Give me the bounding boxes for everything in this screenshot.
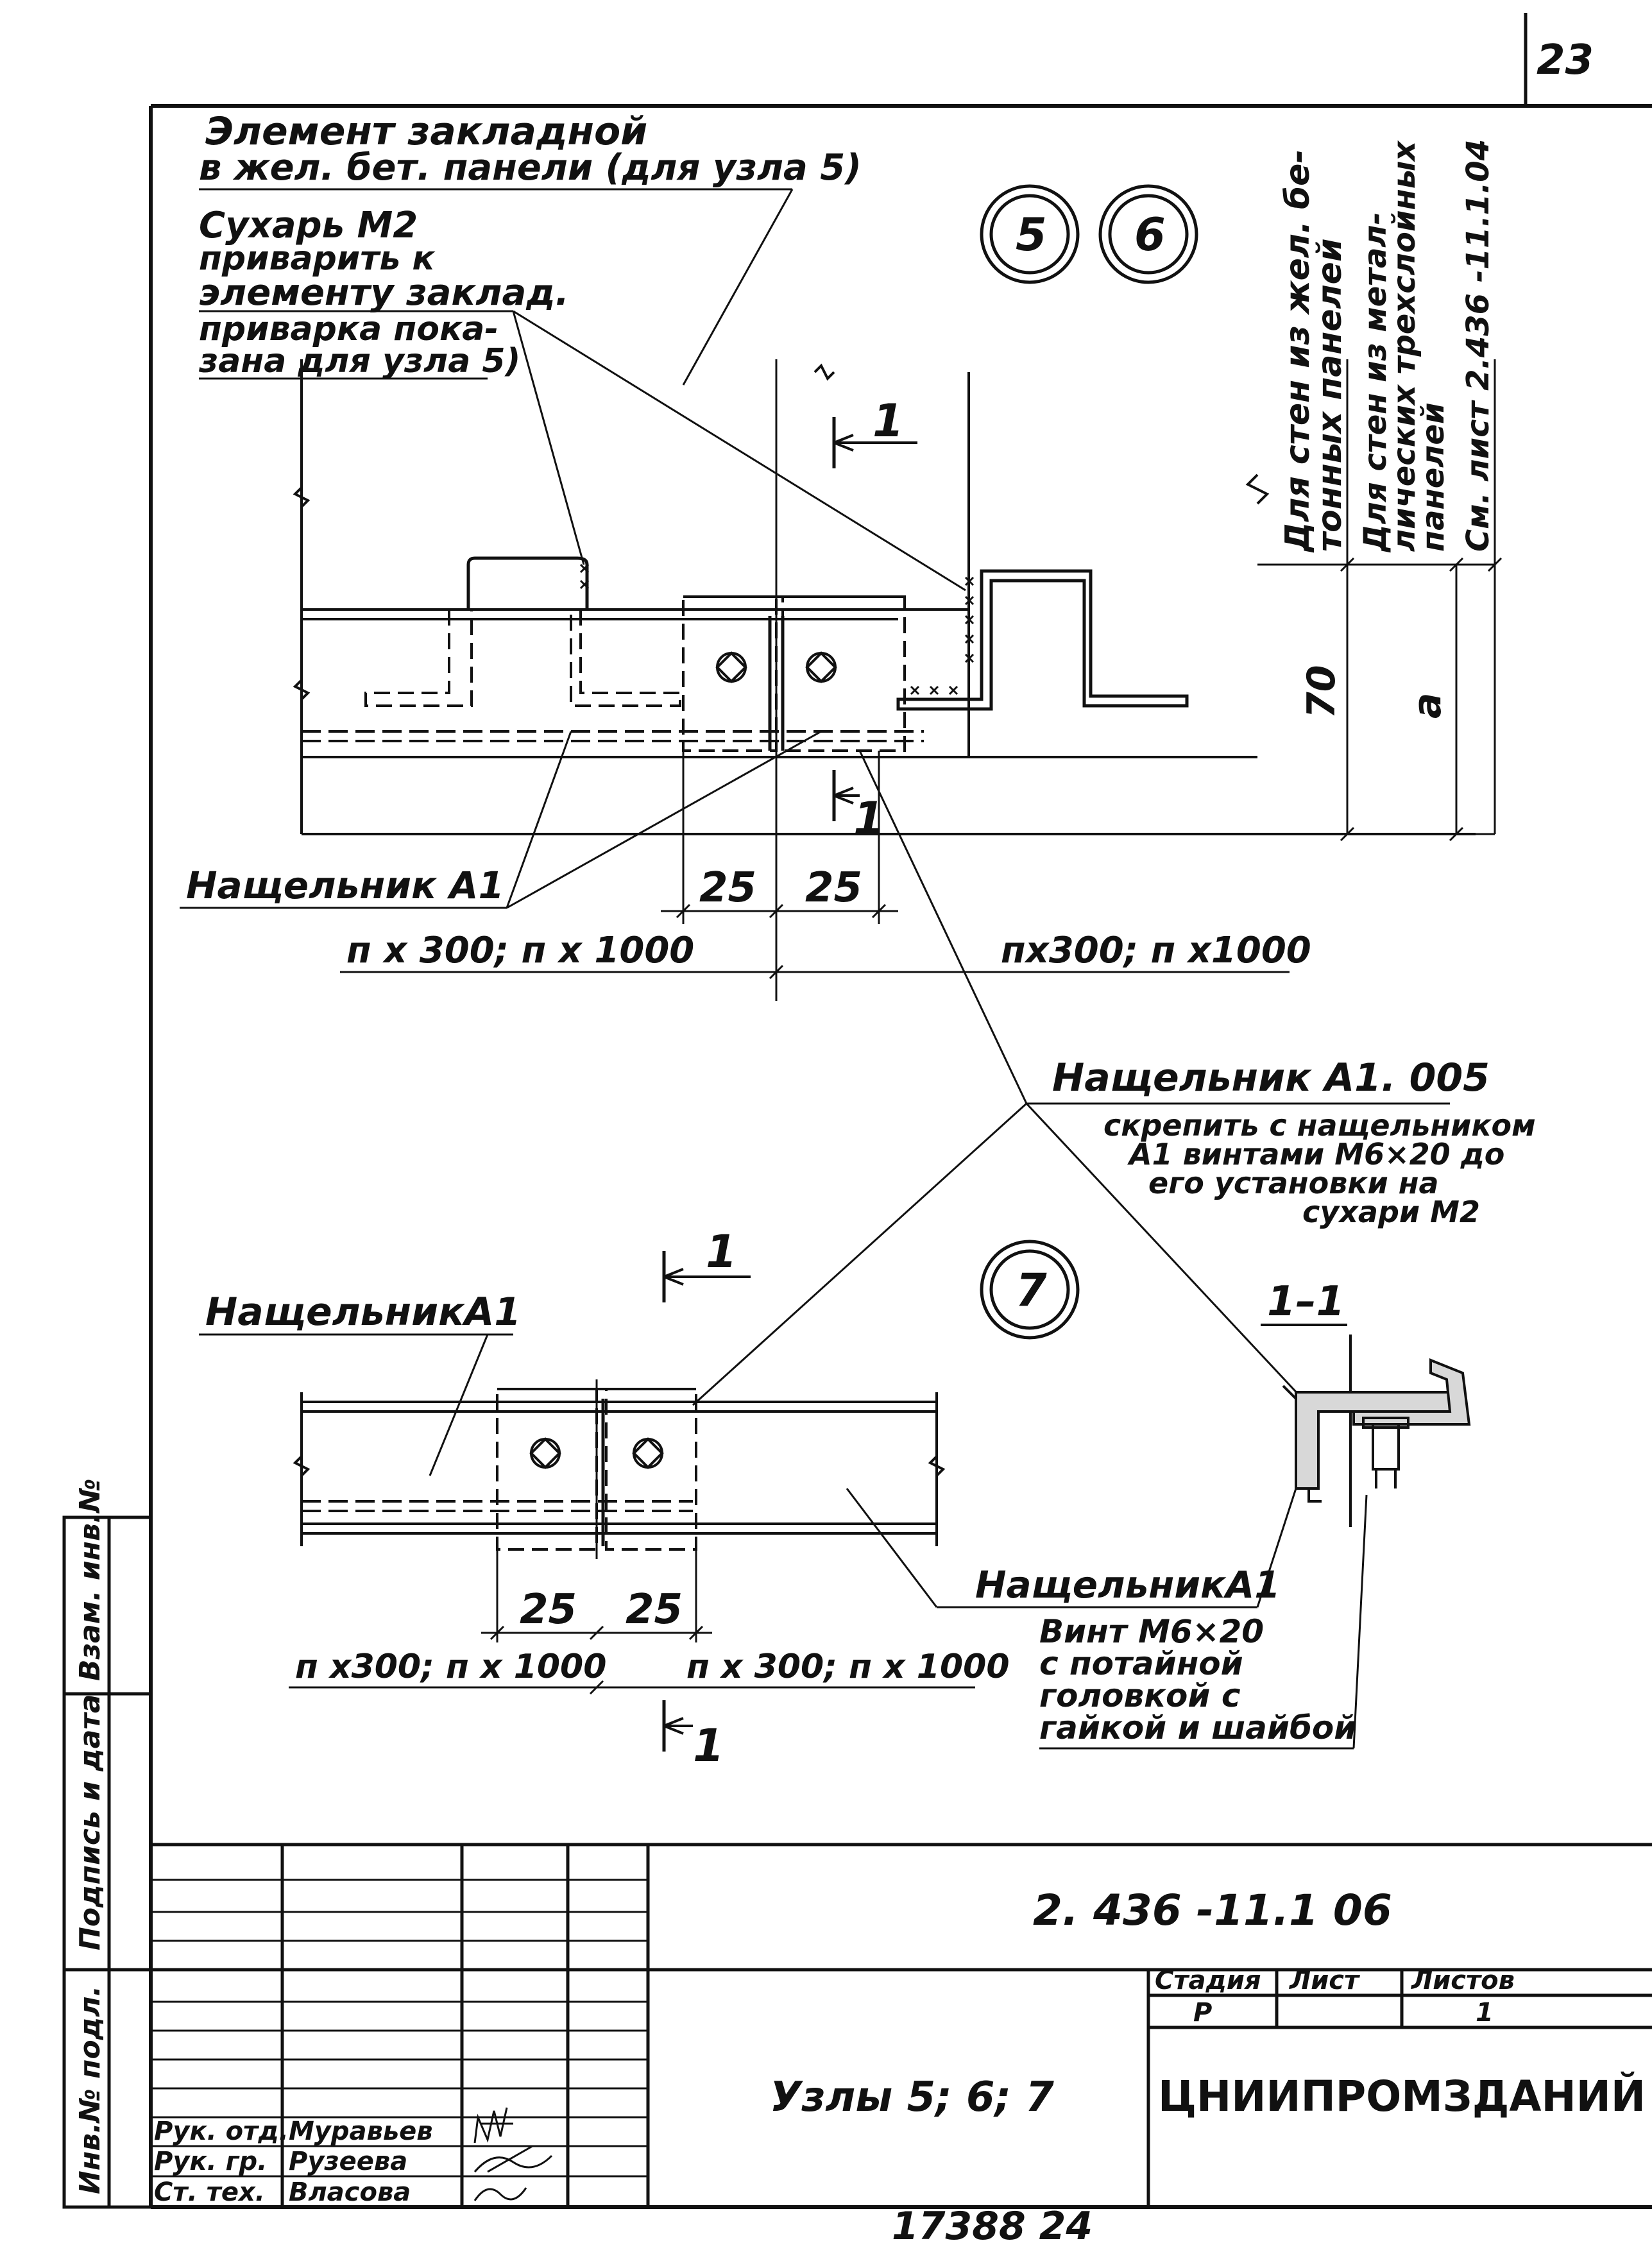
side-stamp — [62, 1515, 153, 2209]
side-stamp-inv-orig: Инв.№ подл. — [74, 1986, 106, 2194]
callout-strip-a1-left: НащельникА1 — [205, 1290, 521, 1335]
role-label: Ст. тех. — [154, 2178, 265, 2207]
person-name: Рузеева — [289, 2147, 407, 2176]
callout-screw: Винт М6×20 — [1039, 1613, 1264, 1650]
screw-symbol — [805, 651, 837, 683]
side-stamp-replace-inv: Взам. инв.№ — [74, 1478, 106, 1681]
note-metal-walls: панелей — [1415, 402, 1451, 552]
callout-screw: головкой с — [1039, 1677, 1241, 1714]
callout-rusk: приварить к — [199, 239, 436, 278]
node-label-6: 6 — [1098, 184, 1198, 284]
organization-name: ЦНИИПРОМЗДАНИЙ — [1158, 2071, 1646, 2121]
note-rc-walls: тонных панелей — [1311, 239, 1349, 552]
node-7-drawing — [293, 1251, 946, 1752]
section-1-1-title: 1–1 — [1267, 1278, 1345, 1326]
dimension-25: 25 — [626, 1586, 683, 1633]
callout-strip-a1: Нащельник А1 — [186, 864, 504, 907]
note-metal-walls: Для стен из метал- — [1358, 212, 1393, 553]
role-label: Рук. гр. — [154, 2147, 267, 2176]
callout-rusk: зана для узла 5) — [198, 342, 520, 380]
document-code: 2. 436 -11.1 06 — [1033, 1886, 1392, 1935]
person-name: Власова — [289, 2178, 411, 2207]
node-number: 5 — [1016, 209, 1047, 261]
dimension-span: п х300; п х 1000 — [295, 1648, 606, 1686]
dimension-span: пх300; п х1000 — [1001, 930, 1311, 971]
sheets-header: Листов — [1411, 1966, 1515, 1995]
callout-strip-a1005: А1 винтами М6×20 до — [1127, 1137, 1504, 1172]
callout-strip-a1005: его установки на — [1148, 1166, 1439, 1200]
person-name: Муравьев — [289, 2117, 433, 2146]
stage-header: Стадия — [1155, 1966, 1261, 1995]
side-stamp-sign-date: Подпись и дата — [74, 1694, 106, 1950]
sheet-title: Узлы 5; 6; 7 — [770, 2074, 1054, 2121]
callout-embed-element: Элемент закладной — [205, 109, 647, 154]
node-5-6-drawing — [293, 359, 1476, 1001]
callout-strip-a1005: сухари М2 — [1302, 1195, 1480, 1229]
callout-screw: с потайной — [1039, 1645, 1243, 1682]
sheets-value: 1 — [1476, 1998, 1494, 2027]
callout-rusk: приварка пока- — [199, 310, 498, 348]
screw-symbol — [632, 1437, 664, 1469]
stage-value: Р — [1193, 1998, 1212, 2027]
callout-embed-element: в жел. бет. панели (для узла 5) — [199, 147, 862, 189]
callout-rusk: Сухарь М2 — [199, 205, 418, 246]
signature-graphic — [473, 2107, 553, 2201]
callout-strip-a1-right: НащельникА1 — [975, 1563, 1281, 1607]
dimension-25: 25 — [805, 864, 862, 912]
callout-screw: гайкой и шайбой — [1039, 1709, 1356, 1746]
section-1-1-detail — [1282, 1335, 1471, 1527]
node-number: 7 — [1016, 1264, 1047, 1317]
note-see-sheet: См. лист 2.436 -11.1.04 — [1460, 139, 1496, 552]
sheet-corner-number: 23 — [1537, 37, 1594, 84]
node-label-7: 7 — [980, 1240, 1080, 1340]
note-metal-walls: лических трехслойных — [1386, 140, 1422, 552]
bottom-archive-number: 17388 24 — [892, 2204, 1093, 2243]
screw-symbol — [529, 1437, 561, 1469]
title-block-rows — [151, 1879, 648, 2178]
dimension-a: a — [1405, 693, 1450, 719]
role-label: Рук. отд. — [154, 2117, 289, 2146]
section-mark-label: 1 — [693, 1719, 724, 1772]
callout-strip-a1005: Нащельник А1. 005 — [1052, 1055, 1490, 1100]
sheet-header: Лист — [1289, 1966, 1361, 1995]
node-number: 6 — [1134, 209, 1166, 261]
section-mark-label: 1 — [706, 1225, 737, 1278]
node-label-5: 5 — [980, 184, 1080, 284]
screw-symbol — [715, 651, 747, 683]
dimension-25: 25 — [699, 864, 756, 912]
dimension-span: п х 300; п х 1000 — [346, 930, 694, 971]
dimension-70: 70 — [1299, 665, 1344, 719]
callout-rusk: элементу заклад. — [199, 272, 569, 314]
callout-strip-a1005: скрепить с нащельником — [1103, 1108, 1536, 1143]
note-rc-walls: Для стен из жел. бе- — [1279, 149, 1317, 553]
section-mark-label: 1 — [873, 395, 904, 447]
dimension-span: п х 300; п х 1000 — [686, 1648, 1010, 1686]
dimension-25: 25 — [520, 1586, 577, 1633]
